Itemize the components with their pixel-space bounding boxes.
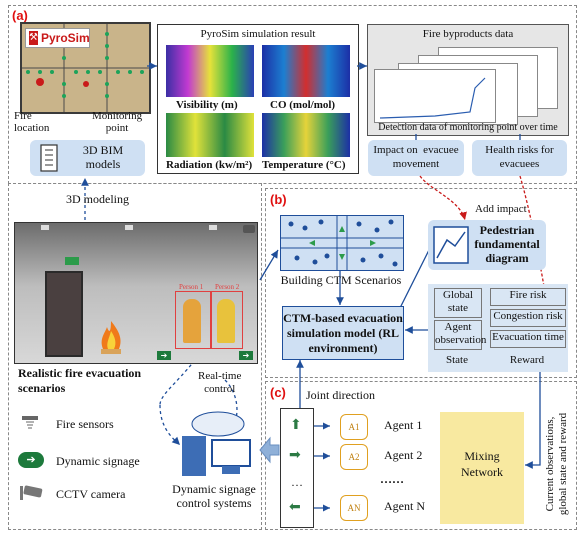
panel-left-border bbox=[8, 183, 262, 530]
person-2-label: Person 2 bbox=[215, 283, 240, 291]
panel-b-border bbox=[265, 188, 577, 378]
ctm-grid bbox=[280, 215, 404, 271]
chart-sheet-1 bbox=[374, 69, 496, 123]
co-map bbox=[262, 45, 350, 97]
agents-ellipsis: …… bbox=[380, 472, 404, 486]
fire-risk-cell: Fire risk bbox=[490, 288, 566, 306]
signage-1-icon: ➔ bbox=[157, 351, 171, 360]
signage-control-label: Dynamic signage control systems bbox=[172, 482, 256, 510]
fire-icon bbox=[97, 319, 125, 355]
sensor-2-icon bbox=[125, 225, 133, 230]
ctm-model-box: CTM-based evacuation simulation model (R… bbox=[282, 306, 404, 360]
cctv-camera-icon bbox=[18, 484, 46, 502]
person-2-box: Person 2 bbox=[211, 283, 243, 349]
legend-dynamic-signage: Dynamic signage bbox=[56, 454, 140, 468]
legend-cctv-camera: CCTV camera bbox=[56, 487, 126, 501]
sensor-3-icon bbox=[209, 225, 217, 230]
cctv-icon bbox=[243, 225, 255, 233]
pedestrian-label: Pedestrian fundamental diagram bbox=[474, 223, 540, 265]
fire-sensor-icon bbox=[20, 415, 40, 431]
evacuation-time-cell: Evacuation time bbox=[490, 330, 566, 348]
pedestrian-chart-icon bbox=[433, 226, 469, 264]
monitoring-point-label: Monitoring point bbox=[92, 110, 143, 134]
arrow-left-icon: ⬅ bbox=[289, 500, 301, 515]
direction-column: ⬆ ➡ … ⬅ bbox=[280, 408, 314, 528]
agent-n-icon: AN bbox=[340, 495, 368, 521]
radiation-map bbox=[166, 113, 254, 157]
joint-direction-label: Joint direction bbox=[306, 388, 375, 402]
agent-1-icon: A1 bbox=[340, 414, 368, 440]
reward-label: Reward bbox=[509, 354, 545, 366]
visibility-label: Visibility (m) bbox=[176, 99, 238, 111]
sample-line-chart bbox=[379, 77, 486, 119]
legend-fire-sensors: Fire sensors bbox=[56, 417, 114, 431]
sensor-1-icon bbox=[41, 225, 49, 230]
mixing-network-box: Mixing Network bbox=[440, 412, 524, 524]
panel-a-label: (a) bbox=[12, 8, 28, 23]
sim-result-title: PyroSim simulation result bbox=[200, 28, 316, 40]
add-impact-label: Add impact bbox=[475, 203, 527, 215]
byproducts-caption: Detection data of monitoring point over … bbox=[378, 122, 558, 133]
side-text: Current observations, global state and r… bbox=[544, 412, 569, 516]
person-1-figure bbox=[183, 299, 201, 343]
visibility-map bbox=[166, 45, 254, 97]
agent-n-label: Agent N bbox=[384, 499, 425, 513]
agent-1-label: Agent 1 bbox=[384, 418, 423, 432]
control-system-icon bbox=[178, 410, 254, 480]
state-reward-box: Global state Agent observation State Fir… bbox=[428, 284, 568, 372]
scene-title: Realistic fire evacuation scenarios bbox=[18, 366, 142, 395]
dynamic-signage-icon: ➔ bbox=[18, 452, 44, 468]
signage-2-icon: ➔ bbox=[239, 351, 253, 360]
bim-box: 3D BIM models bbox=[30, 140, 145, 176]
panel-b-label: (b) bbox=[270, 192, 287, 207]
co-label: CO (mol/mol) bbox=[270, 99, 336, 111]
byproducts-title: Fire byproducts data bbox=[422, 28, 514, 40]
realtime-control-label: Real-time control bbox=[198, 370, 242, 395]
elevator-door bbox=[45, 271, 83, 357]
fire-location-label: Fire location bbox=[14, 110, 50, 134]
agent-2-label: Agent 2 bbox=[384, 448, 423, 462]
exit-sign bbox=[65, 257, 79, 265]
sim-result-box: PyroSim simulation result Visibility (m)… bbox=[157, 24, 359, 174]
panel-a-border bbox=[8, 5, 577, 184]
pyrosim-logo-text: PyroSim bbox=[40, 31, 90, 45]
fire-scene: Person 1 Person 2 ➔ ➔ bbox=[14, 222, 258, 364]
state-label: State bbox=[446, 354, 468, 366]
arrow-right-icon: ➡ bbox=[289, 448, 301, 463]
agent-2-icon: A2 bbox=[340, 444, 368, 470]
ctm-scenarios-label: Building CTM Scenarios bbox=[280, 273, 402, 287]
modeling-label: 3D modeling bbox=[66, 192, 129, 206]
building-icon bbox=[40, 144, 58, 172]
agent-observation-cell: Agent observation bbox=[434, 320, 486, 350]
pyrosim-logo-icon: ⚒ bbox=[29, 31, 38, 45]
congestion-risk-cell: Congestion risk bbox=[490, 309, 566, 327]
pedestrian-box: Pedestrian fundamental diagram bbox=[428, 220, 546, 270]
pyrosim-logo: ⚒ PyroSim bbox=[25, 28, 90, 48]
direction-ellipsis: … bbox=[291, 475, 303, 489]
impact-movement-box: Impact on evacuee movement bbox=[368, 140, 464, 176]
bim-label: 3D BIM models bbox=[82, 143, 124, 171]
impact-health-box: Health risks for evacuees bbox=[472, 140, 567, 176]
person-1-label: Person 1 bbox=[179, 283, 204, 291]
temperature-map bbox=[262, 113, 350, 157]
temperature-label: Temperature (°C) bbox=[262, 159, 346, 171]
person-1-box: Person 1 bbox=[175, 283, 211, 349]
radiation-label: Radiation (kw/m²) bbox=[166, 159, 253, 171]
person-2-figure bbox=[217, 299, 235, 343]
global-state-cell: Global state bbox=[434, 288, 482, 318]
arrow-up-icon: ⬆ bbox=[290, 418, 302, 433]
panel-c-label: (c) bbox=[270, 385, 286, 400]
byproducts-box: Fire byproducts data Detection data of m… bbox=[367, 24, 569, 136]
